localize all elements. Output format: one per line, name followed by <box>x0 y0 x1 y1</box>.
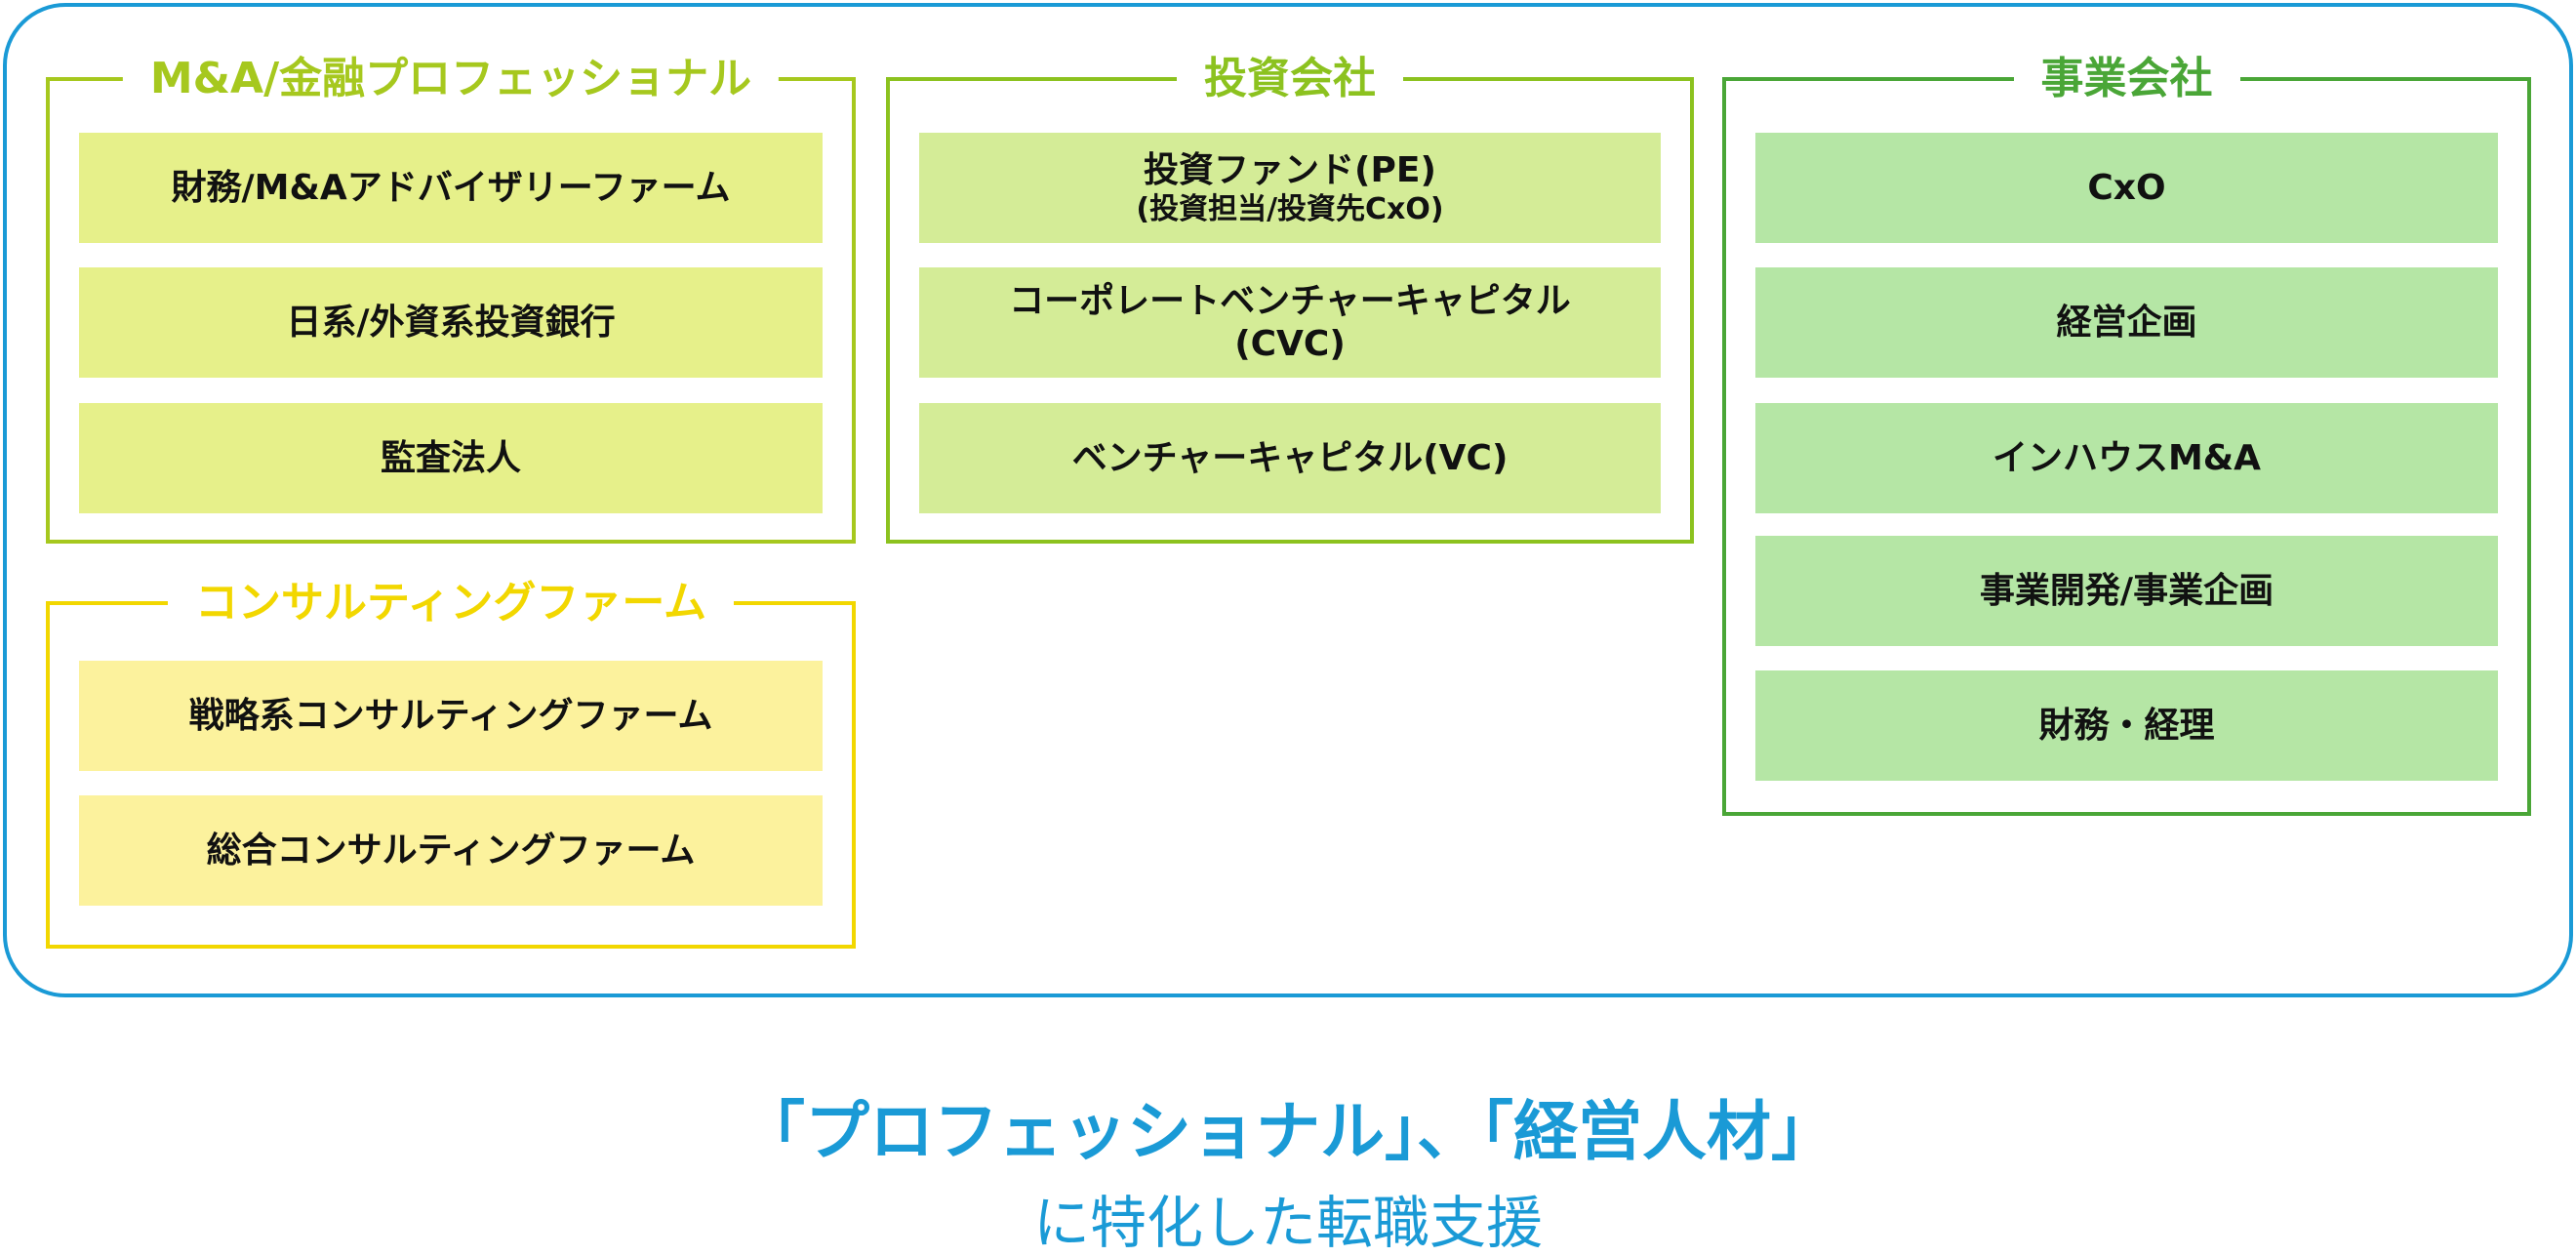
item-label: 財務/M&Aアドバイザリーファーム <box>171 167 731 208</box>
item-audit-firm: 監査法人 <box>79 403 823 513</box>
item-sublabel: (CVC) <box>1234 323 1346 364</box>
item-label: 投資ファンド(PE) <box>1144 149 1436 190</box>
item-label: インハウスM&A <box>1992 437 2262 478</box>
item-label: 日系/外資系投資銀行 <box>286 302 616 343</box>
item-label: CxO <box>2087 167 2166 208</box>
item-strategy-consulting: 戦略系コンサルティングファーム <box>79 661 823 771</box>
item-label: 経営企画 <box>2056 302 2197 343</box>
item-advisory: 財務/M&Aアドバイザリーファーム <box>79 133 823 243</box>
item-label: 総合コンサルティングファーム <box>206 830 696 871</box>
item-label: 戦略系コンサルティングファーム <box>188 695 713 736</box>
item-label: 事業開発/事業企画 <box>1979 570 2274 611</box>
group-title: M&A/金融プロフェッショナル <box>122 52 780 106</box>
item-cxo: CxO <box>1755 133 2498 243</box>
item-label: 監査法人 <box>380 437 521 478</box>
group-consulting: コンサルティングファーム 戦略系コンサルティングファーム 総合コンサルティングフ… <box>46 576 856 949</box>
group-business-company: 事業会社 CxO 経営企画 インハウスM&A 事業開発/事業企画 財務・経理 <box>1722 52 2531 816</box>
tagline-heading: 「プロフェッショナル」、「経営人材」 <box>741 1094 1835 1169</box>
item-finance-accounting: 財務・経理 <box>1755 670 2498 781</box>
item-corporate-planning: 経営企画 <box>1755 267 2498 378</box>
item-label: ベンチャーキャピタル(VC) <box>1071 437 1509 478</box>
item-inhouse-ma: インハウスM&A <box>1755 403 2498 513</box>
group-ma-finance: M&A/金融プロフェッショナル 財務/M&Aアドバイザリーファーム 日系/外資系… <box>46 52 856 544</box>
item-general-consulting: 総合コンサルティングファーム <box>79 795 823 906</box>
group-title: 事業会社 <box>2013 52 2240 106</box>
group-investment: 投資会社 投資ファンド(PE) (投資担当/投資先CxO) コーポレートベンチャ… <box>886 52 1694 544</box>
item-label: コーポレートベンチャーキャピタル <box>1009 280 1571 321</box>
item-pe-fund: 投資ファンド(PE) (投資担当/投資先CxO) <box>919 133 1661 243</box>
item-business-development: 事業開発/事業企画 <box>1755 536 2498 646</box>
outer-frame <box>3 3 2573 997</box>
item-vc: ベンチャーキャピタル(VC) <box>919 403 1661 513</box>
tagline-subheading: に特化した転職支援 <box>1032 1190 1543 1256</box>
group-title: コンサルティングファーム <box>167 576 735 630</box>
group-title: 投資会社 <box>1177 52 1403 106</box>
item-sublabel: (投資担当/投資先CxO) <box>1136 191 1444 226</box>
item-cvc: コーポレートベンチャーキャピタル (CVC) <box>919 267 1661 378</box>
item-investment-bank: 日系/外資系投資銀行 <box>79 267 823 378</box>
item-label: 財務・経理 <box>2038 705 2215 746</box>
